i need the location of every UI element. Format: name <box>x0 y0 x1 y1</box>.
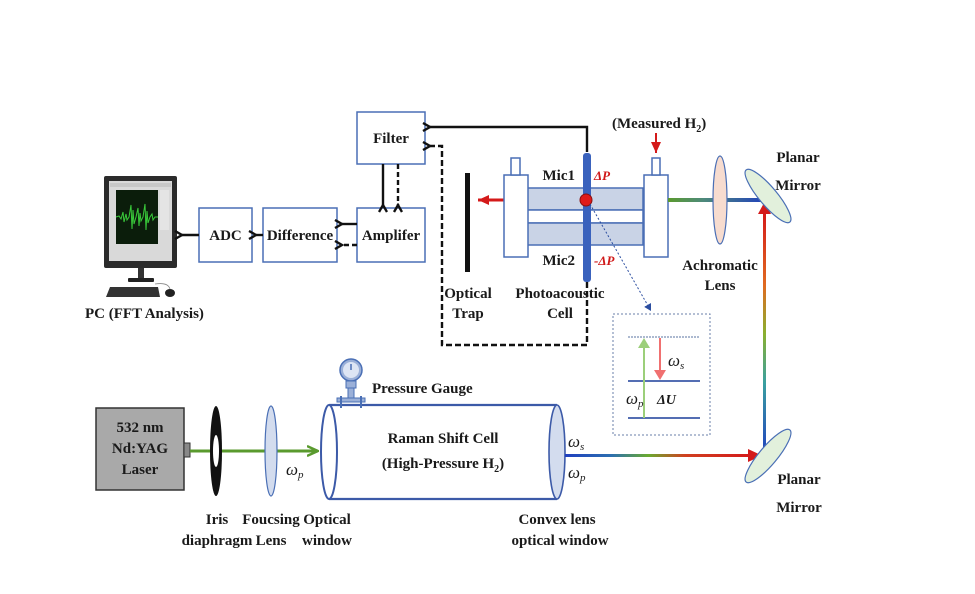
laser-label-2: Nd:YAG <box>112 441 168 457</box>
signal-arrows <box>182 127 589 347</box>
omega-p-pump: ωp <box>286 460 304 481</box>
fft-waveform <box>115 203 158 231</box>
raman-cell-label-1: Raman Shift Cell <box>388 431 499 447</box>
pressure-gauge-icon <box>336 358 366 408</box>
focusing-lens-label-1: Foucsing <box>242 512 300 528</box>
inset-pointer-arrow <box>589 203 652 312</box>
raman-cell-label-2: (High-Pressure H2) <box>382 456 504 475</box>
microphone-rod <box>583 153 591 282</box>
omega-s-inset: ωs <box>668 351 684 372</box>
iris-label-2: diaphragm <box>182 533 253 549</box>
achromatic-lens-label-2: Lens <box>705 278 736 294</box>
pa-cell-label-2: Cell <box>547 306 573 322</box>
optical-window-label-1: Optical <box>303 512 351 528</box>
focusing-lens <box>264 405 278 497</box>
photoacoustic-cell <box>503 153 669 282</box>
mirror-top-label-1: Planar <box>776 150 820 166</box>
laser-label-3: Laser <box>122 462 159 478</box>
convex-lens-label-2: optical window <box>511 533 608 549</box>
mic2-label: Mic2 <box>543 253 575 269</box>
laser-aperture <box>183 442 191 458</box>
optical-window-label-2: window <box>302 533 352 549</box>
optical-trap-label-2: Trap <box>452 306 483 322</box>
focusing-lens-label-2: Lens <box>256 533 287 549</box>
pressure-gauge-label: Pressure Gauge <box>372 381 473 397</box>
pa-cell-label-1: Photoacoustic <box>515 286 605 302</box>
mic1-label: Mic1 <box>543 168 575 184</box>
omega-p-output: ωp <box>568 463 586 484</box>
iris-label-1: Iris <box>206 512 229 528</box>
mirror-bottom-label-1: Planar <box>777 472 821 488</box>
amplifier-label: Amplifer <box>362 228 421 244</box>
nd-yag-laser <box>95 407 185 491</box>
delta-p-negative: -ΔP <box>594 253 615 268</box>
output-beam-arrowhead <box>748 449 762 462</box>
planar-mirror-top <box>744 168 792 224</box>
pc-label: PC (FFT Analysis) <box>85 306 204 322</box>
pc-computer-icon <box>104 176 177 297</box>
laser-label-1: 532 nm <box>116 420 164 436</box>
output-beam <box>565 454 750 457</box>
adc-box <box>198 207 253 263</box>
difference-box <box>262 207 338 263</box>
mirror-bottom-label-2: Mirror <box>776 500 822 516</box>
measured-gas-label: (Measured H2) <box>612 116 706 135</box>
optical-trap-label-1: Optical <box>444 286 492 302</box>
amplifier-box <box>356 207 426 263</box>
filter-label: Filter <box>373 131 409 147</box>
mirror-top-label-2: Mirror <box>775 178 821 194</box>
vertical-beam <box>763 212 766 456</box>
planar-mirror-bottom <box>744 428 792 484</box>
pressure-source-dot <box>579 193 593 207</box>
energy-level-inset <box>612 313 711 436</box>
convex-lens-window <box>548 404 566 500</box>
optical-trap-plate <box>465 173 470 272</box>
adc-label: ADC <box>209 228 242 244</box>
difference-label: Difference <box>267 228 334 244</box>
achromatic-lens-label-1: Achromatic <box>682 258 758 274</box>
omega-p-inset: ωp <box>626 389 644 410</box>
vertical-beam-arrowhead <box>758 202 771 214</box>
delta-u-label: ΔU <box>656 393 677 408</box>
iris-diaphragm <box>210 406 222 496</box>
achromatic-lens <box>712 155 728 245</box>
omega-s-output: ωs <box>568 432 584 453</box>
raman-shift-cell <box>320 403 566 501</box>
convex-lens-label-1: Convex lens <box>518 512 595 528</box>
delta-p-positive: ΔP <box>593 168 611 183</box>
filter-box <box>356 111 426 165</box>
